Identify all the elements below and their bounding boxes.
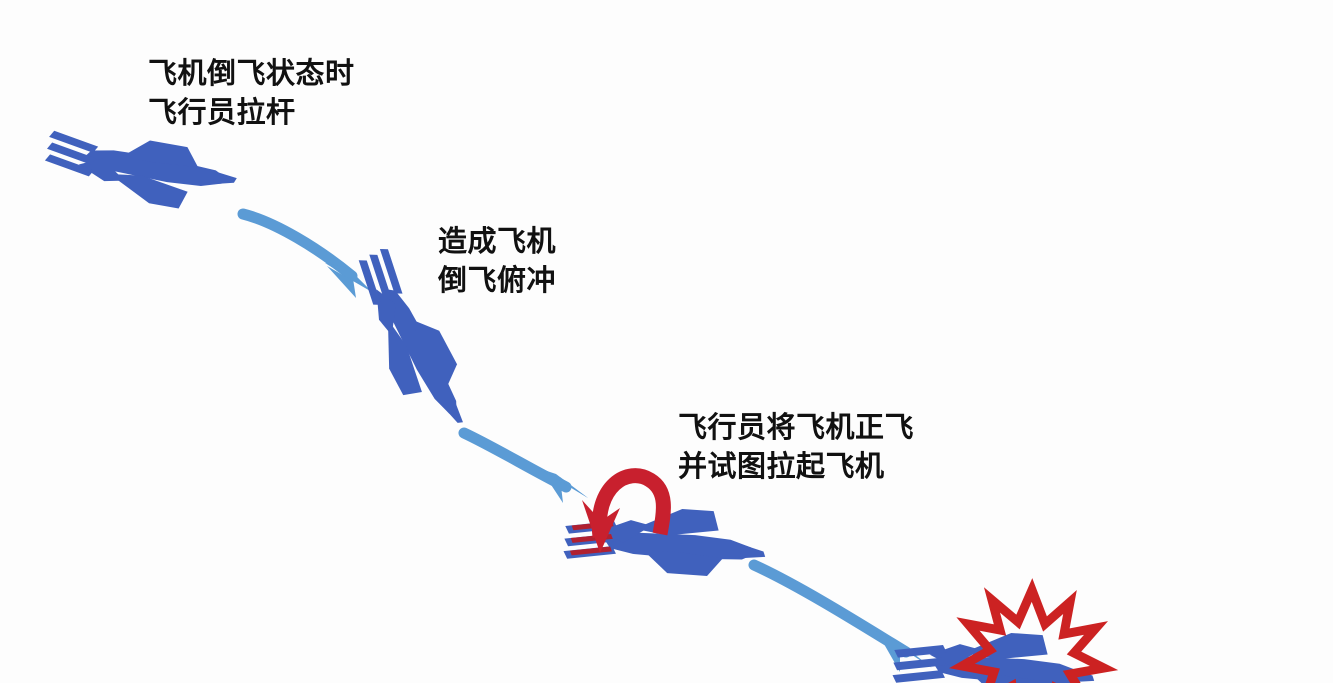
step-1-line-2: 飞行员拉杆 xyxy=(148,94,296,129)
step-3-label: 飞行员将飞机正飞并试图拉起飞机 xyxy=(678,408,914,485)
step-3-line-1: 飞行员将飞机正飞 xyxy=(678,410,915,444)
step-2-line-1: 造成飞机 xyxy=(438,224,557,258)
step-2-label: 造成飞机倒飞俯冲 xyxy=(438,222,556,299)
step-1-label: 飞机倒飞状态时飞行员拉杆 xyxy=(148,54,355,131)
jet-inverted-icon xyxy=(43,129,241,218)
curved-arrow-icon xyxy=(748,559,932,672)
step-3-line-2: 并试图拉起飞机 xyxy=(678,448,885,483)
rotation-arrow-icon xyxy=(582,468,671,553)
curved-arrow-icon xyxy=(458,427,588,503)
step-2-line-2: 倒飞俯冲 xyxy=(438,262,557,297)
step-1-line-1: 飞机倒飞状态时 xyxy=(148,56,355,90)
curved-arrow-icon xyxy=(237,208,372,298)
explosion-starburst-icon xyxy=(949,578,1119,683)
